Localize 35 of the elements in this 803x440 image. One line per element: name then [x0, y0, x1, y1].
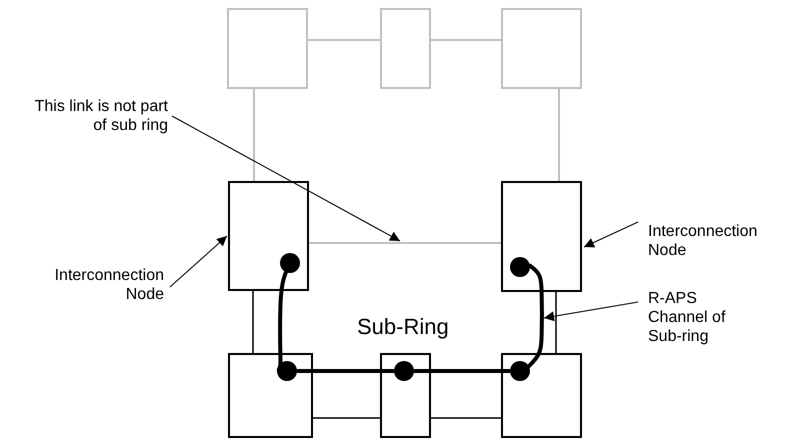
link-line — [431, 417, 501, 419]
callout-text: R-APS Channel of Sub-ring — [648, 289, 748, 346]
network-node-box — [227, 8, 308, 89]
link-line — [252, 291, 254, 353]
link-line — [558, 89, 560, 181]
leader-arrow — [584, 222, 638, 248]
link-line — [308, 39, 380, 41]
channel-endpoint-dot — [394, 361, 414, 381]
link-line — [555, 292, 557, 353]
callout-text: Interconnection Node — [44, 266, 164, 304]
network-node-box — [380, 8, 431, 89]
channel-endpoint-dot — [510, 361, 530, 381]
channel-line — [276, 271, 288, 372]
link-line — [431, 39, 501, 41]
channel-line — [526, 263, 544, 368]
link-line — [309, 242, 501, 244]
channel-line — [414, 369, 510, 373]
network-node-box — [501, 353, 582, 438]
leader-arrow — [544, 302, 638, 322]
network-node-box — [380, 353, 431, 438]
network-node-box — [501, 8, 582, 89]
channel-endpoint-dot — [280, 253, 300, 273]
network-node-box — [228, 181, 309, 291]
network-node-box — [228, 353, 313, 438]
callout-text: This link is not part of sub ring — [33, 97, 168, 135]
network-node-box — [501, 181, 582, 292]
channel-endpoint-dot — [510, 257, 530, 277]
link-line — [253, 89, 255, 181]
leader-arrow — [172, 116, 400, 242]
channel-endpoint-dot — [277, 361, 297, 381]
ring-label: Sub-Ring — [357, 314, 449, 340]
channel-line — [297, 369, 394, 373]
link-line — [313, 417, 380, 419]
leader-arrow — [170, 236, 228, 288]
callout-text: Interconnection Node — [648, 222, 798, 260]
